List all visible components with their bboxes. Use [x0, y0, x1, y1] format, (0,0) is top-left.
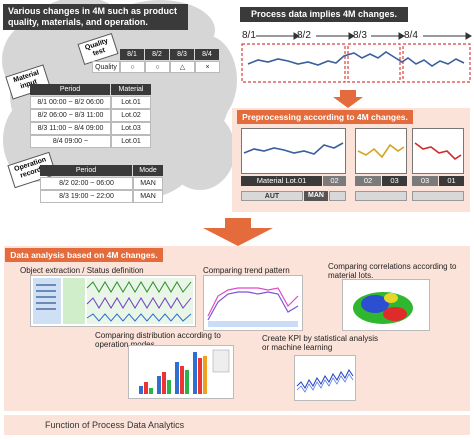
lot-label: 01	[439, 176, 464, 186]
date-label: 8/2	[297, 30, 311, 41]
lot-label: Material Lot.01	[241, 176, 322, 186]
lot-label: 02	[323, 176, 346, 186]
process-data-title: Process data implies 4M changes.	[240, 7, 408, 22]
material-lot-cell: Lot.01	[111, 135, 151, 148]
red-series-chart	[414, 142, 462, 161]
footer-bar	[4, 415, 470, 435]
quality-header-cell: 8/1	[120, 49, 144, 60]
quality-header-cell: 8/3	[170, 49, 194, 60]
caption-kpi: Create KPI by statistical analysis or ma…	[262, 334, 379, 352]
material-period-cell: 8/4 09:00 ~	[30, 135, 111, 148]
caption-distribution: Comparing distribution according to oper…	[95, 331, 221, 349]
trend-pattern-screenshot	[203, 275, 303, 331]
waveform-thumbnail	[33, 278, 193, 324]
trend-thumbnail	[207, 287, 299, 327]
mini-chart-gold	[355, 128, 407, 174]
scatter-thumbnail	[353, 292, 413, 324]
mode-bar-segment	[329, 191, 346, 201]
kpi-thumbnail	[296, 369, 354, 393]
quality-value-cell: ×	[195, 61, 220, 73]
distribution-screenshot	[128, 345, 234, 399]
mode-bar-segment	[412, 191, 464, 201]
quality-value-cell: △	[170, 61, 195, 73]
mini-chart-red	[412, 128, 464, 174]
down-arrow-icon	[333, 90, 363, 108]
operation-header-cell: Mode	[133, 165, 163, 176]
preprocess-title: Preprocessing according to 4M changes.	[237, 110, 413, 124]
material-lot-cell: Lot.03	[111, 122, 151, 135]
quality-header-cell: 8/4	[195, 49, 219, 60]
changes-title: Various changes in 4M such as product qu…	[3, 4, 188, 30]
mode-bar-segment	[355, 191, 407, 201]
quality-row-label: Quality	[92, 61, 120, 73]
operation-period-cell: 8/2 02:00 ~ 06:00	[40, 177, 133, 190]
operation-mode-cell: MAN	[133, 177, 163, 190]
bar-histogram-thumbnail	[139, 349, 230, 394]
mode-man-bar: MAN	[304, 191, 328, 201]
lot-label: 02	[355, 176, 381, 186]
kpi-screenshot	[294, 355, 356, 401]
gold-series-chart	[357, 143, 405, 159]
material-lot-cell: Lot.02	[111, 109, 151, 122]
material-lot-cell: Lot.01	[111, 96, 151, 109]
caption-correlations: Comparing correlations according to mate…	[328, 262, 457, 280]
material-header-cell: Period	[30, 84, 110, 95]
material-header-cell: Material	[111, 84, 151, 95]
caption-object-extraction: Object extraction / Status definition	[20, 266, 144, 275]
operation-mode-cell: MAN	[133, 190, 163, 203]
correlations-screenshot	[342, 279, 430, 331]
lot-label: 03	[382, 176, 407, 186]
quality-value-cell: ○	[145, 61, 170, 73]
footer-text: Function of Process Data Analytics	[45, 420, 185, 430]
date-label: 8/1	[242, 30, 256, 41]
material-period-cell: 8/2 06:00 ~ 8/3 11:00	[30, 109, 111, 122]
mini-chart-blue	[241, 128, 346, 174]
object-extraction-screenshot	[30, 275, 196, 327]
operation-period-cell: 8/3 19:00 ~ 22:00	[40, 190, 133, 203]
date-label: 8/4	[404, 30, 418, 41]
lot-label: 03	[412, 176, 438, 186]
caption-trend: Comparing trend pattern	[203, 266, 290, 275]
quality-value-cell: ○	[120, 61, 145, 73]
material-period-cell: 8/3 11:00 ~ 8/4 09:00	[30, 122, 111, 135]
date-label: 8/3	[353, 30, 367, 41]
quality-header-cell: 8/2	[145, 49, 169, 60]
big-down-arrow-icon	[203, 218, 273, 246]
analysis-title: Data analysis based on 4M changes.	[5, 248, 163, 262]
mode-aut-bar: AUT	[241, 191, 303, 201]
blue-series-chart	[243, 142, 344, 155]
material-period-cell: 8/1 00:00 ~ 8/2 06:00	[30, 96, 111, 109]
operation-header-cell: Period	[40, 165, 132, 176]
process-trend-chart	[241, 32, 472, 83]
